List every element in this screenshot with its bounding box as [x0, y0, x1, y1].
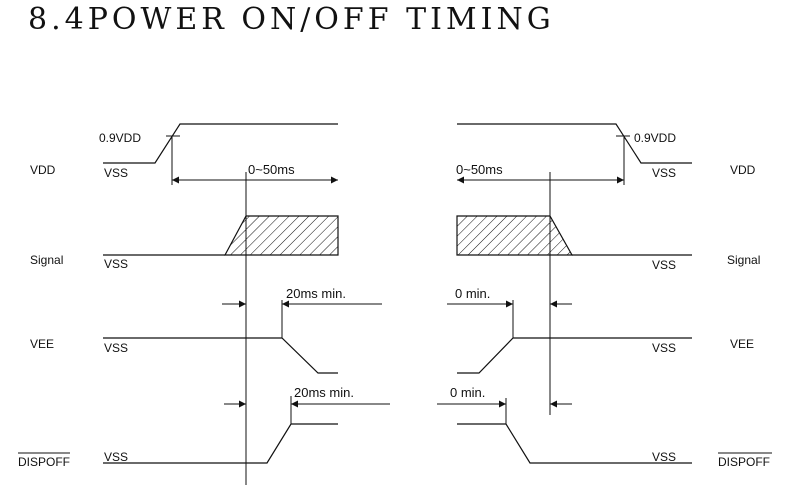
label-vdd-left: VDD: [30, 163, 56, 177]
vdd-off-delay-label: 0~50ms: [456, 162, 503, 177]
dispoff-off-vss-label: VSS: [652, 450, 676, 464]
label-vee-right: VEE: [730, 337, 754, 351]
label-dispoff-left: DISPOFF: [18, 455, 70, 469]
vdd-off-waveform: [457, 123, 692, 164]
dispoff-on-delay-label: 20ms min.: [294, 385, 354, 400]
dispoff-on-vss-label: VSS: [104, 450, 128, 464]
vdd-on-vss-label: VSS: [104, 166, 128, 180]
vdd-off-threshold-label: 0.9VDD: [634, 131, 676, 145]
vee-off-delay-label: 0 min.: [455, 286, 490, 301]
vdd-on-waveform: [103, 123, 338, 164]
vee-off-waveform: [457, 337, 692, 374]
label-vee-left: VEE: [30, 337, 54, 351]
page-title: 8.4POWER ON/OFF TIMING: [28, 2, 555, 37]
label-vdd-right: VDD: [730, 163, 756, 177]
dispoff-off-delay-label: 0 min.: [450, 385, 485, 400]
dispoff-off-waveform: [457, 423, 692, 464]
label-signal-left: Signal: [30, 253, 63, 267]
dispoff-on-waveform: [103, 423, 338, 464]
label-signal-right: Signal: [727, 253, 760, 267]
signal-on-vss-label: VSS: [104, 257, 128, 271]
vdd-on-threshold-label: 0.9VDD: [99, 131, 141, 145]
vee-off-vss-label: VSS: [652, 341, 676, 355]
signal-on-hatched-region: [223, 215, 339, 256]
label-dispoff-right: DISPOFF: [718, 455, 770, 469]
vee-on-delay-label: 20ms min.: [286, 286, 346, 301]
signal-off-hatched-region: [456, 215, 574, 256]
vee-on-waveform: [103, 337, 338, 374]
vdd-off-vss-label: VSS: [652, 166, 676, 180]
vdd-on-delay-label: 0~50ms: [248, 162, 295, 177]
vee-on-vss-label: VSS: [104, 341, 128, 355]
signal-off-vss-label: VSS: [652, 258, 676, 272]
